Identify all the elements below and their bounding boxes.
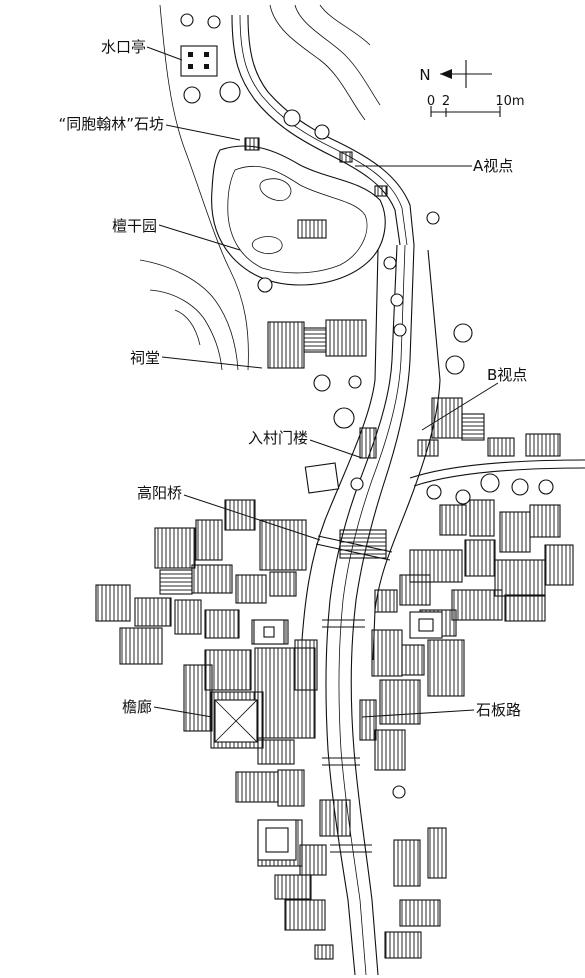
water-pavilion bbox=[180, 45, 218, 77]
north-label: N bbox=[419, 66, 430, 84]
label-bridge: 高阳桥 bbox=[137, 484, 182, 502]
label-viewpoint-b: B视点 bbox=[487, 366, 527, 384]
label-pavilion: 水口亭 bbox=[101, 38, 146, 56]
map-labels: 水口亭 “同胞翰林”石坊 A视点 檀干园 祠堂 B视点 入村门楼 高阳桥 檐廊 … bbox=[58, 38, 527, 719]
buildings bbox=[95, 319, 574, 960]
archway-structures bbox=[244, 137, 388, 239]
trees bbox=[180, 13, 554, 799]
label-ancestral-hall: 祠堂 bbox=[130, 349, 160, 367]
label-garden: 檀干园 bbox=[112, 217, 157, 235]
leader-lines bbox=[146, 46, 499, 718]
bridges bbox=[315, 535, 393, 853]
garden-pond bbox=[211, 145, 386, 286]
small-building bbox=[304, 462, 340, 494]
east-road bbox=[409, 459, 585, 487]
scale-bar: 0 2 10m bbox=[427, 94, 525, 117]
scale-tick-0: 0 bbox=[427, 94, 435, 109]
label-stone-road: 石板路 bbox=[476, 701, 521, 719]
terrain-contours bbox=[139, 4, 381, 371]
label-viewpoint-a: A视点 bbox=[473, 157, 513, 175]
label-archway: “同胞翰林”石坊 bbox=[58, 115, 164, 133]
scale-tick-2: 2 bbox=[442, 94, 450, 109]
north-arrow: N bbox=[419, 60, 492, 88]
courtyard-roofs bbox=[214, 611, 443, 861]
label-gate-tower: 入村门楼 bbox=[248, 429, 308, 447]
label-corridor: 檐廊 bbox=[122, 698, 152, 716]
scale-tick-10: 10m bbox=[495, 94, 524, 109]
